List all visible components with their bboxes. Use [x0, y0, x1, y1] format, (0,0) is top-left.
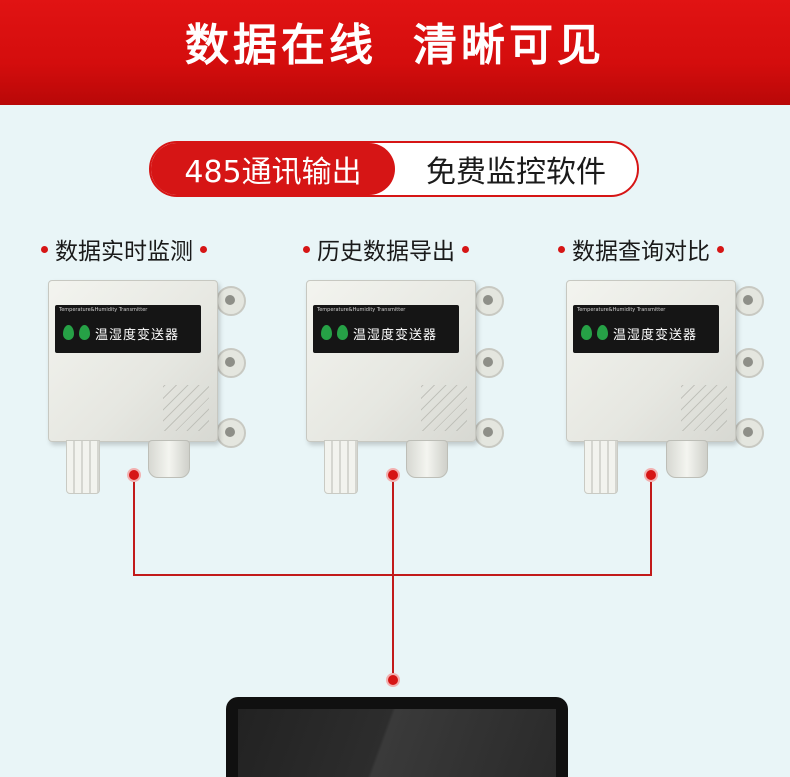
transmitter-device: Temperature&Humidity Transmitter 温湿度变送器 — [48, 278, 248, 494]
device-label-en: Temperature&Humidity Transmitter — [577, 307, 666, 313]
transmitter-device: Temperature&Humidity Transmitter 温湿度变送器 — [566, 278, 766, 494]
mounting-ear-icon — [216, 348, 246, 378]
bullet-dot-icon — [41, 245, 48, 253]
sensor-probe — [324, 440, 358, 494]
bullet-dot-icon — [303, 245, 310, 253]
device-label: Temperature&Humidity Transmitter 温湿度变送器 — [313, 305, 459, 353]
thermometer-icon — [321, 325, 332, 340]
feature-label: 数据实时监测 — [55, 239, 193, 265]
bullet-dot-icon — [717, 245, 724, 253]
title-part-1: 数据在线 — [185, 19, 377, 71]
title-part-2: 清晰可见 — [413, 19, 605, 71]
mounting-ear-icon — [734, 348, 764, 378]
feature-label: 历史数据导出 — [317, 239, 455, 265]
device-label-cn: 温湿度变送器 — [95, 328, 180, 343]
transmitter-device: Temperature&Humidity Transmitter 温湿度变送器 — [306, 278, 506, 494]
cable-gland — [406, 440, 448, 478]
feature-history-export: 历史数据导出 — [296, 232, 476, 266]
feature-label: 数据查询对比 — [572, 239, 710, 265]
device-label-en: Temperature&Humidity Transmitter — [59, 307, 148, 313]
feature-realtime-monitoring: 数据实时监测 — [34, 232, 214, 266]
mounting-ear-icon — [474, 348, 504, 378]
page-title: 数据在线清晰可见 — [185, 9, 605, 73]
badge-software-label: 免费监控软件 — [426, 155, 606, 190]
mounting-ear-icon — [734, 418, 764, 448]
bullet-dot-icon — [558, 245, 565, 253]
monitor-screen — [238, 709, 556, 777]
device-stripes — [421, 385, 467, 431]
bullet-dot-icon — [200, 245, 207, 253]
feature-badge: 485通讯输出 免费监控软件 — [149, 141, 639, 197]
mounting-ear-icon — [474, 286, 504, 316]
device-body: Temperature&Humidity Transmitter 温湿度变送器 — [48, 280, 218, 442]
wire-right — [650, 482, 652, 576]
wire-bus — [133, 574, 652, 576]
device-label-cn: 温湿度变送器 — [613, 328, 698, 343]
device-body: Temperature&Humidity Transmitter 温湿度变送器 — [306, 280, 476, 442]
badge-output-label: 485通讯输出 — [151, 143, 395, 195]
connection-node-icon — [127, 468, 141, 482]
device-label-en: Temperature&Humidity Transmitter — [317, 307, 406, 313]
header-banner: 数据在线清晰可见 — [0, 0, 790, 105]
wire-center — [392, 482, 394, 674]
mounting-ear-icon — [474, 418, 504, 448]
mounting-ear-icon — [216, 418, 246, 448]
monitor-display — [226, 697, 568, 777]
mounting-ear-icon — [216, 286, 246, 316]
connection-node-icon — [386, 673, 400, 687]
thermometer-icon — [63, 325, 74, 340]
device-label-cn: 温湿度变送器 — [353, 328, 438, 343]
cable-gland — [148, 440, 190, 478]
sensor-probe — [66, 440, 100, 494]
wire-left — [133, 482, 135, 576]
sensor-probe — [584, 440, 618, 494]
mounting-ear-icon — [734, 286, 764, 316]
feature-query-compare: 数据查询对比 — [551, 232, 731, 266]
bullet-dot-icon — [462, 245, 469, 253]
thermometer-icon — [581, 325, 592, 340]
connection-node-icon — [644, 468, 658, 482]
water-drop-icon — [597, 325, 608, 340]
device-label: Temperature&Humidity Transmitter 温湿度变送器 — [573, 305, 719, 353]
water-drop-icon — [337, 325, 348, 340]
connection-node-icon — [386, 468, 400, 482]
water-drop-icon — [79, 325, 90, 340]
cable-gland — [666, 440, 708, 478]
device-stripes — [681, 385, 727, 431]
device-stripes — [163, 385, 209, 431]
device-body: Temperature&Humidity Transmitter 温湿度变送器 — [566, 280, 736, 442]
device-label: Temperature&Humidity Transmitter 温湿度变送器 — [55, 305, 201, 353]
